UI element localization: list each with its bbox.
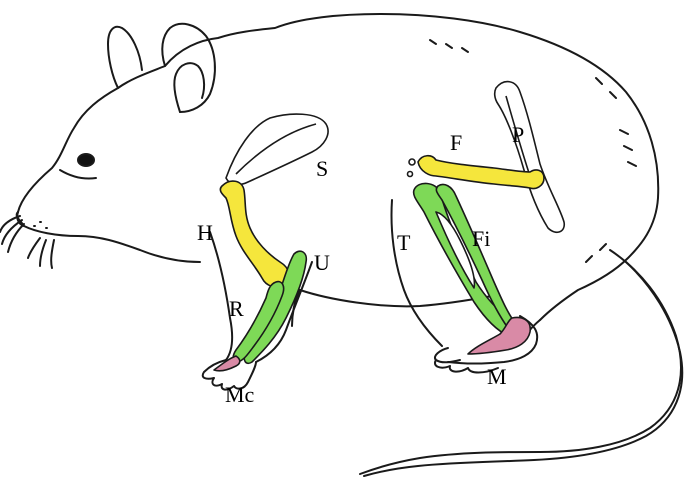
humerus-bone xyxy=(220,181,289,287)
mouse-body-outline xyxy=(18,14,658,320)
label-femur: F xyxy=(450,132,462,154)
label-radius: R xyxy=(229,298,244,320)
mouse-tail xyxy=(360,250,681,474)
label-fibula: Fi xyxy=(472,228,490,250)
label-ulna: U xyxy=(314,252,330,274)
label-scapula: S xyxy=(316,158,328,180)
label-metacarpals: Mc xyxy=(225,384,254,406)
mouse-ear xyxy=(162,24,215,112)
pelvis-bone xyxy=(495,82,565,233)
label-pelvis: P xyxy=(512,124,524,146)
mouse-eye xyxy=(78,154,94,166)
label-tibia: T xyxy=(397,232,410,254)
mouse-snout xyxy=(17,212,200,262)
mouse-belly-outline xyxy=(300,290,492,306)
label-metatarsals: M xyxy=(487,366,507,388)
label-humerus: H xyxy=(197,222,213,244)
